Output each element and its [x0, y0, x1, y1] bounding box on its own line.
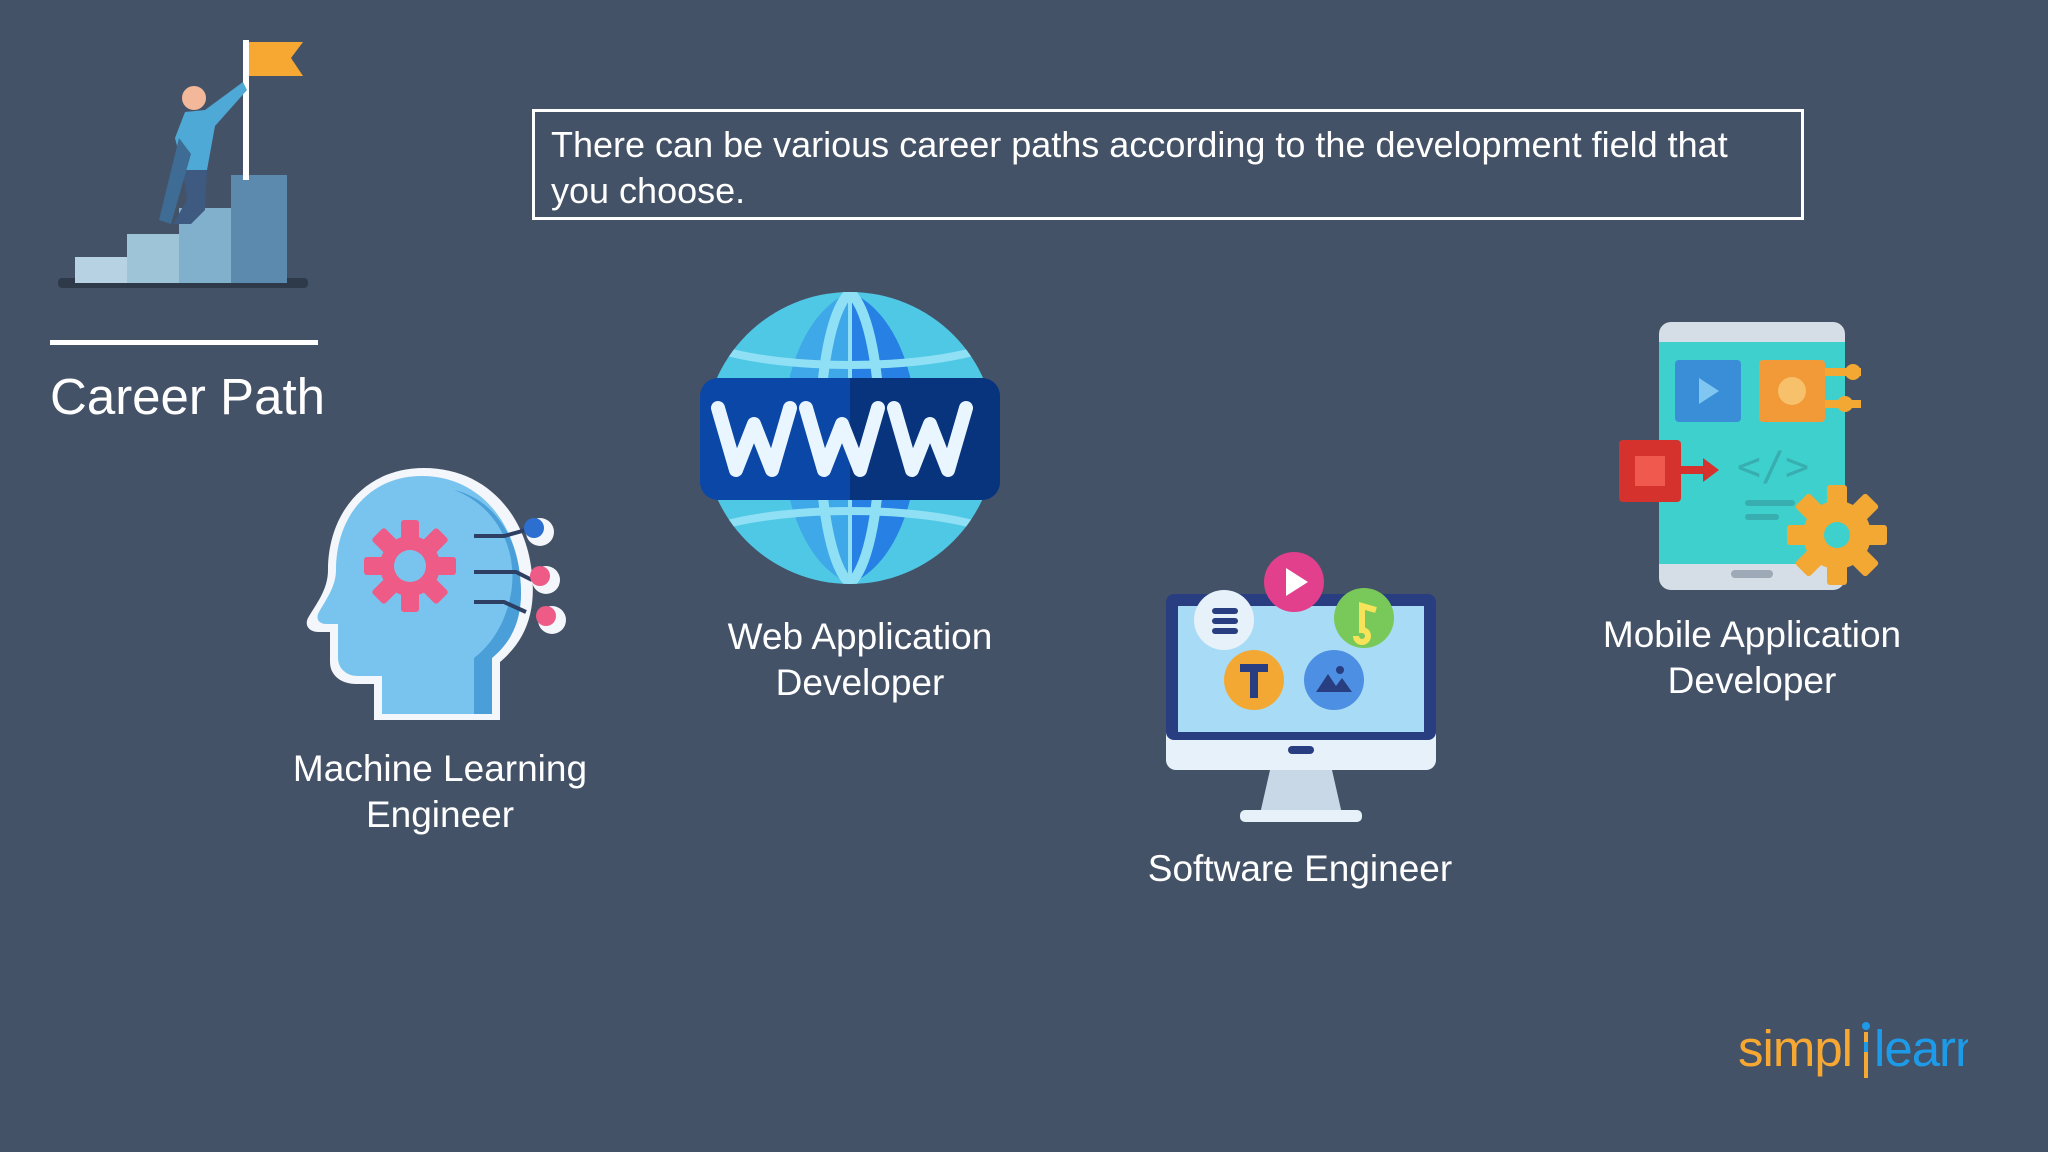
logo-text-right: learn	[1874, 1020, 1968, 1077]
title-divider	[50, 340, 318, 345]
role-label-mobile-developer: Mobile Application Developer	[1602, 614, 1902, 701]
simplilearn-logo: simpl learn	[1738, 1020, 1968, 1078]
intro-callout: There can be various career paths accord…	[532, 109, 1804, 220]
logo-text-left: simpl	[1738, 1020, 1852, 1077]
globe-www-icon	[700, 292, 1000, 584]
role-label-software-engineer: Software Engineer	[1147, 848, 1453, 889]
role-label-web-developer: Web Application Developer	[727, 616, 993, 703]
desktop-monitor-icon	[1166, 552, 1436, 822]
mobile-app-dev-icon: </>	[1619, 322, 1887, 590]
career-ladder-flag-icon	[58, 40, 308, 288]
role-label-ml-engineer: Machine Learning Engineer	[292, 748, 588, 835]
ml-head-gear-icon	[306, 468, 566, 720]
svg-text:</>: </>	[1737, 444, 1809, 490]
page-title: Career Path	[50, 368, 325, 425]
